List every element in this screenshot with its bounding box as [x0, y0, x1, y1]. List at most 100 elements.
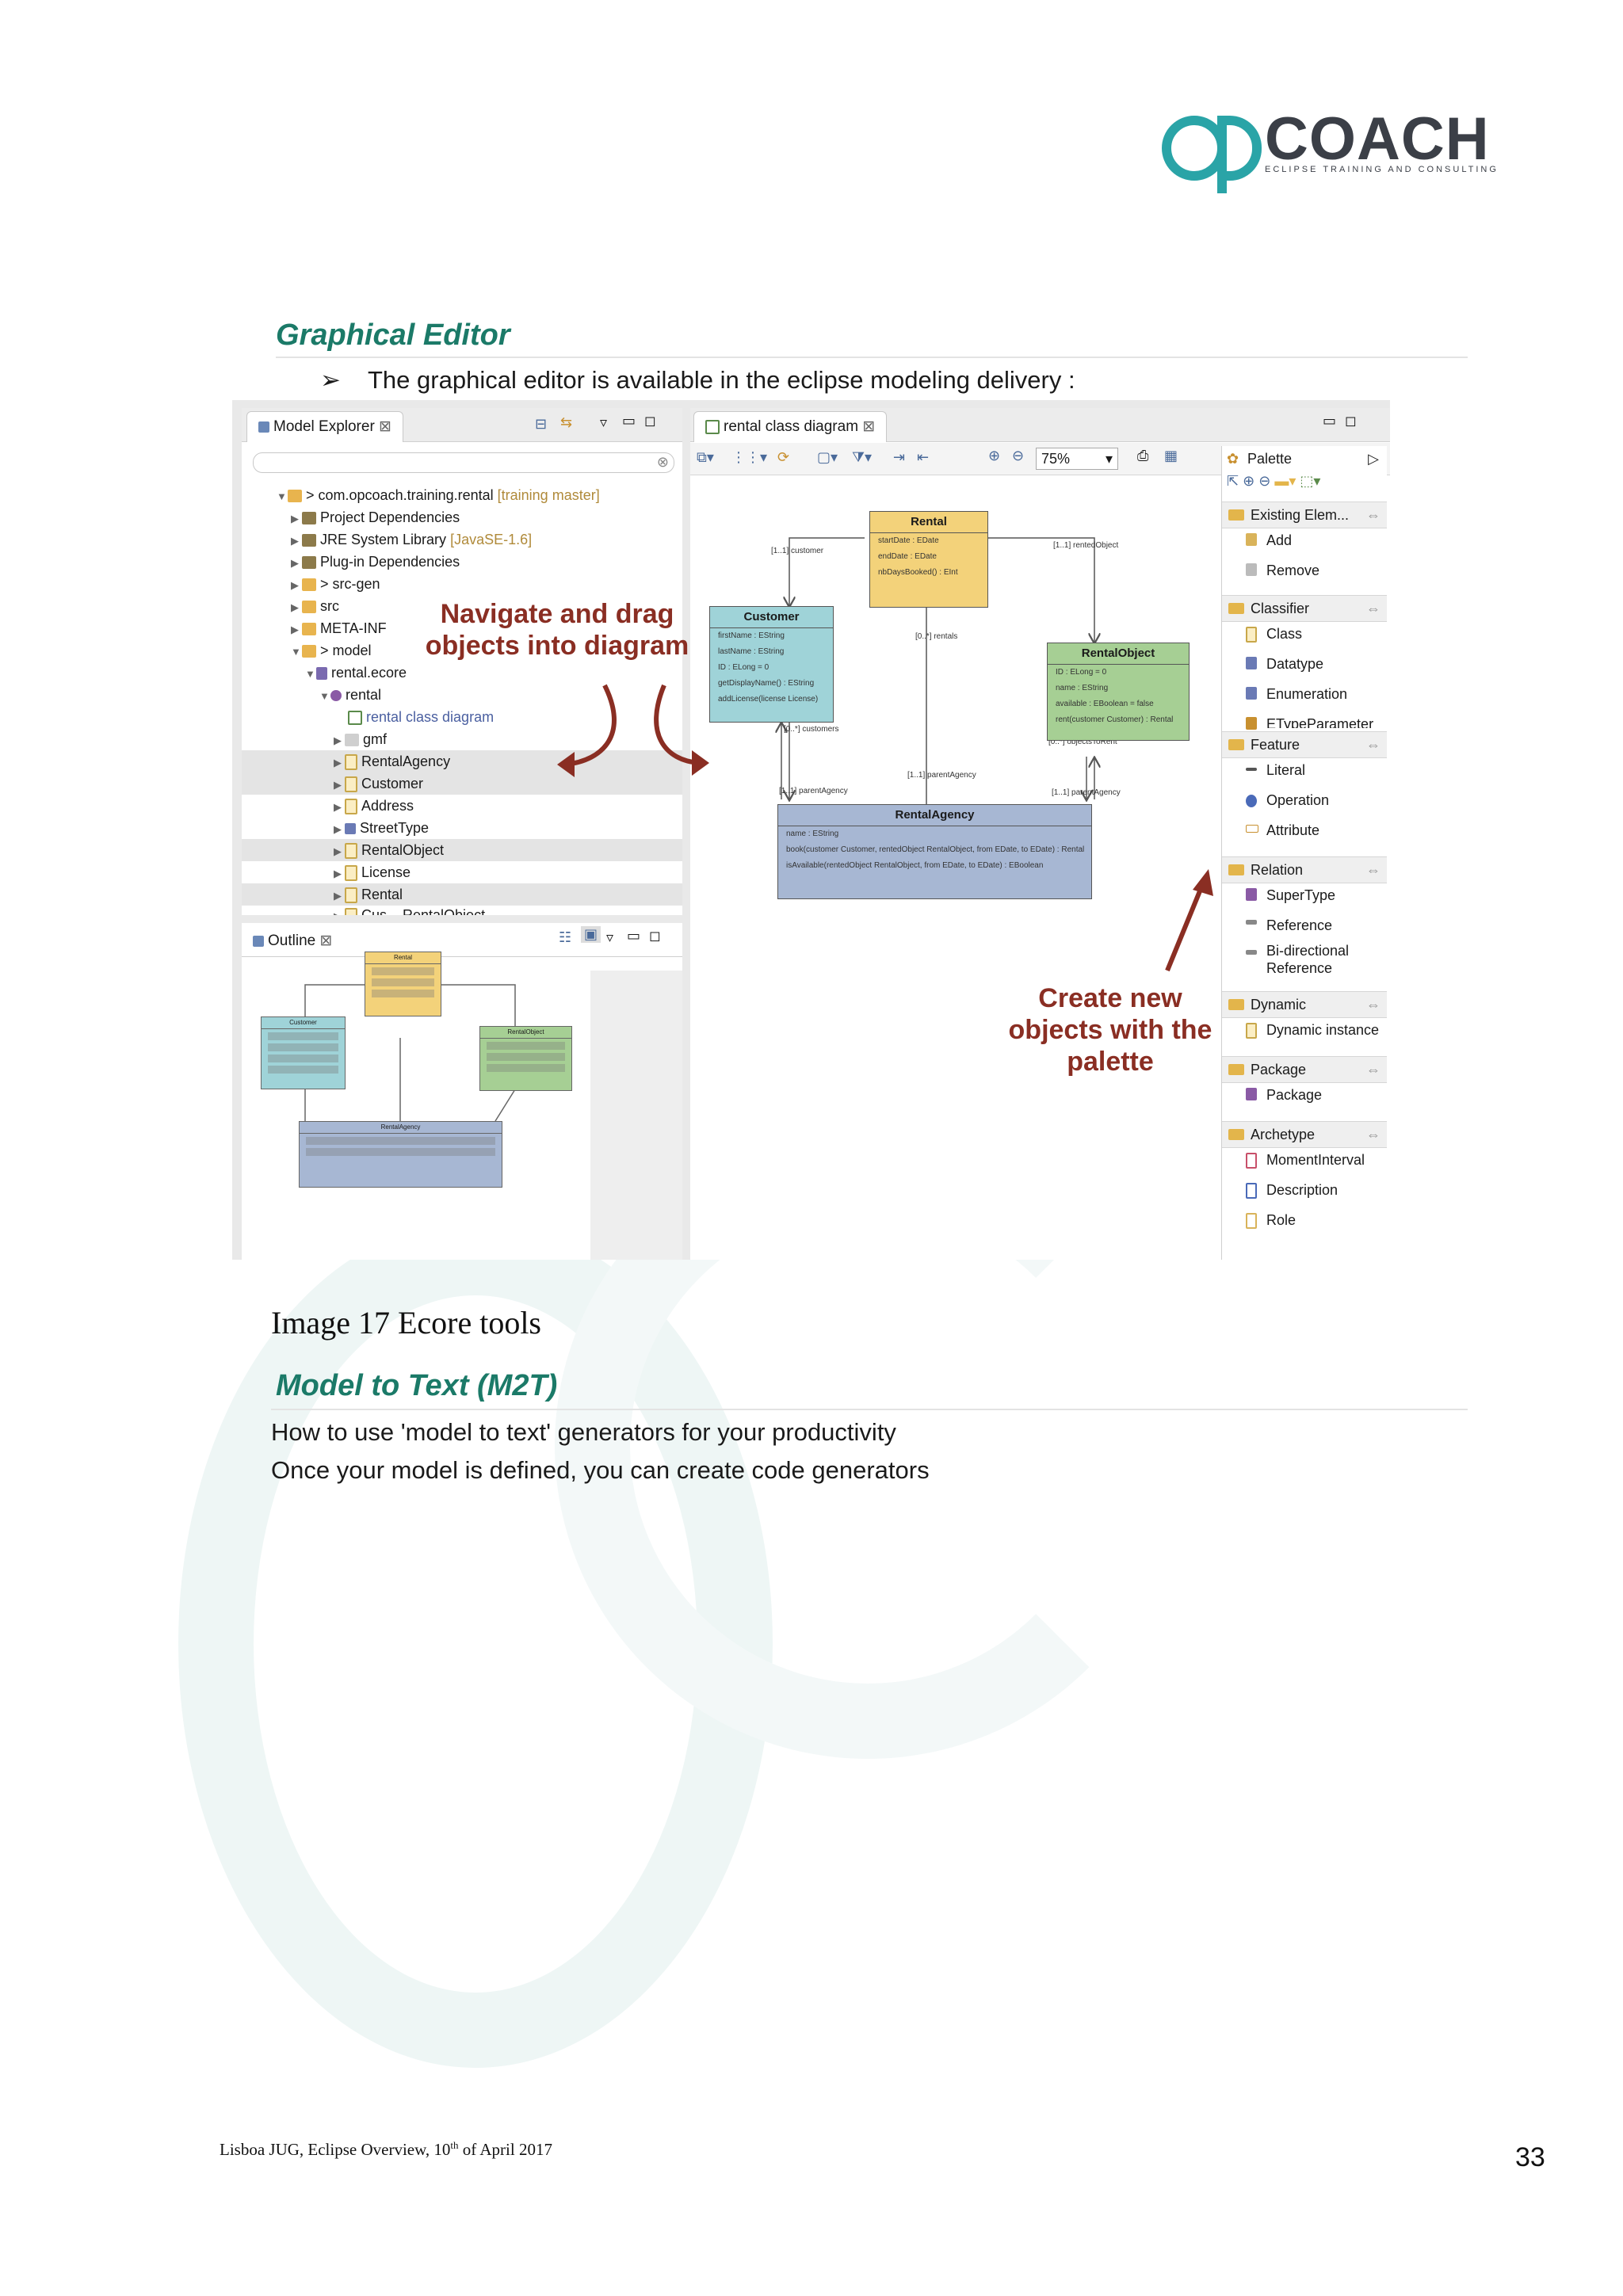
class-node-rentalagency[interactable]: RentalAgency name : EString book(custome… — [777, 804, 1092, 899]
palette-collapse-icon[interactable]: ▷ — [1368, 451, 1379, 467]
tree-row-rental-class-diagram[interactable]: rental class diagram — [348, 706, 494, 728]
ecore-tools-screenshot: Model Explorer ⊠ ⊟ ⇆ ▿ ▭ ◻ ⊗ ▼> com.opco… — [232, 400, 1390, 1260]
class-title: Rental — [870, 512, 987, 533]
palette-group-relation[interactable]: Relation⇔ — [1222, 856, 1387, 883]
palette-item-role[interactable]: Role — [1266, 1212, 1296, 1228]
palette-group-archetype[interactable]: Archetype⇔ — [1222, 1121, 1387, 1148]
palette-item-operation[interactable]: Operation — [1266, 792, 1330, 808]
tree-row-jre-system-library[interactable]: ▶JRE System Library [JavaSE-1.6] — [291, 532, 533, 547]
tree-row-rental-ecore[interactable]: ▼rental.ecore — [305, 665, 407, 681]
tree-row-license[interactable]: ▶License — [334, 864, 411, 882]
tree-row-model[interactable]: ▼> model — [291, 643, 372, 658]
palette-group-dynamic[interactable]: Dynamic⇔ — [1222, 991, 1387, 1018]
layers-icon[interactable]: ⧉▾ — [697, 449, 714, 465]
tree-view-icon[interactable]: ☷ — [559, 929, 572, 945]
close-icon[interactable]: ⊠ — [319, 933, 333, 949]
minimize-icon[interactable]: ▭ — [1323, 413, 1337, 429]
tree-row-streettype[interactable]: ▶StreetType — [334, 820, 430, 836]
arrow-right-head — [692, 750, 709, 776]
tab-rental-class-diagram[interactable]: rental class diagram ⊠ — [693, 411, 888, 442]
palette-item-literal[interactable]: Literal — [1266, 762, 1306, 778]
tree-row-gmf[interactable]: ▶gmf — [334, 731, 388, 747]
palette-item-datatype[interactable]: Datatype — [1266, 656, 1324, 672]
grid-icon[interactable]: ▦ — [1164, 448, 1178, 463]
zoom-select[interactable]: 75%▾ — [1036, 448, 1118, 470]
view-menu-icon[interactable]: ▿ — [600, 414, 608, 430]
tab-model-explorer[interactable]: Model Explorer ⊠ — [246, 411, 403, 442]
tree-row-address[interactable]: ▶Address — [334, 798, 414, 815]
zoom-in-icon[interactable]: ⊕ — [988, 448, 1001, 463]
edge-label-customers: [0..*] customers — [784, 725, 839, 734]
class-attribute: lastName : EString — [718, 647, 785, 656]
minimize-icon[interactable]: ▭ — [622, 413, 636, 429]
palette-item-enumeration[interactable]: Enumeration — [1266, 686, 1348, 702]
tab-outline[interactable]: Outline ⊠ — [242, 926, 344, 956]
tree-row-rentalagency[interactable]: ▶RentalAgency — [242, 750, 682, 772]
tree-row-truncated[interactable]: ▶Cus... RentalObject — [334, 904, 485, 915]
palette-item-attribute[interactable]: Attribute — [1266, 822, 1320, 838]
m2t-line-1: How to use 'model to text' generators fo… — [271, 1418, 896, 1446]
maximize-icon[interactable]: ◻ — [1345, 413, 1357, 429]
tree-row-project-dependencies[interactable]: ▶Project Dependencies — [291, 509, 460, 525]
explorer-icon — [258, 421, 269, 433]
palette-item-add[interactable]: Add — [1266, 532, 1293, 548]
view-menu-icon[interactable]: ▿ — [606, 929, 614, 945]
palette-item-supertype[interactable]: SuperType — [1266, 887, 1336, 903]
palette-item-description[interactable]: Description — [1266, 1182, 1338, 1198]
tree-row-rental[interactable]: ▶Rental — [242, 883, 682, 906]
palette-item-reference[interactable]: Reference — [1266, 917, 1333, 933]
collapse-all-icon[interactable]: ⊟ — [535, 416, 548, 432]
class-node-rentalobject[interactable]: RentalObject ID : ELong = 0 name : EStri… — [1047, 643, 1190, 741]
tree-row-rental-package[interactable]: ▼rental — [319, 687, 382, 703]
palette-group-package[interactable]: Package⇔ — [1222, 1056, 1387, 1083]
maximize-icon[interactable]: ◻ — [649, 928, 661, 944]
palette-item-etypeparameter[interactable]: ETypeParameter — [1266, 716, 1374, 728]
export-icon[interactable]: ⇥ — [893, 449, 906, 465]
palette-group-feature[interactable]: Feature⇔ — [1222, 731, 1387, 758]
palette-group-existing-elements[interactable]: Existing Elem...⇔ — [1222, 502, 1387, 528]
section-rule — [271, 1409, 1468, 1410]
tree-row-src[interactable]: ▶src — [291, 598, 339, 614]
tree-row-customer[interactable]: ▶Customer — [242, 772, 682, 795]
note-tool-icon[interactable]: ▬▾ — [1274, 473, 1296, 489]
maximize-icon[interactable]: ◻ — [644, 413, 656, 429]
section-title-graphical-editor: Graphical Editor — [276, 318, 510, 352]
pointer-tool-icon[interactable]: ⇱ — [1227, 473, 1239, 489]
filter-icon[interactable]: ⧩▾ — [852, 449, 873, 465]
zoom-in-tool-icon[interactable]: ⊕ — [1243, 473, 1255, 489]
refresh-icon[interactable]: ⟳ — [777, 449, 790, 465]
palette-item-bidirectional-reference[interactable]: Bi-directional Reference — [1266, 943, 1350, 976]
tree-row-meta-inf[interactable]: ▶META-INF — [291, 620, 387, 636]
package-icon — [1246, 1088, 1257, 1100]
palette-item-package[interactable]: Package — [1266, 1087, 1323, 1103]
close-icon[interactable]: ⊠ — [862, 418, 876, 435]
tree-row-project[interactable]: ▼> com.opcoach.training.rental [training… — [277, 487, 600, 503]
link-editor-icon[interactable]: ⇆ — [560, 414, 573, 430]
connection-tool-icon[interactable]: ⬚▾ — [1300, 473, 1321, 489]
minimize-icon[interactable]: ▭ — [627, 928, 641, 944]
palette-group-classifier[interactable]: Classifier⇔ — [1222, 595, 1387, 622]
tree-row-plugin-dependencies[interactable]: ▶Plug-in Dependencies — [291, 554, 460, 570]
tree-row-src-gen[interactable]: ▶> src-gen — [291, 576, 380, 592]
zoom-out-icon[interactable]: ⊖ — [1012, 448, 1025, 463]
class-node-rental[interactable]: Rental startDate : EDate endDate : EDate… — [869, 511, 988, 608]
zoom-out-tool-icon[interactable]: ⊖ — [1258, 473, 1271, 489]
close-icon[interactable]: ⊠ — [379, 418, 391, 435]
palette-item-dynamic-instance[interactable]: Dynamic instance — [1266, 1022, 1380, 1038]
tree-row-rentalobject[interactable]: ▶RentalObject — [242, 839, 682, 861]
dynamic-instance-icon — [1246, 1023, 1257, 1039]
clear-filter-icon[interactable]: ⊗ — [656, 454, 669, 470]
filter-input[interactable]: ⊗ — [253, 452, 674, 473]
palette-item-class[interactable]: Class — [1266, 626, 1303, 642]
outline-tabbar: Outline ⊠ ☷ ▣ ▿ ▭ ◻ — [242, 923, 682, 957]
camera-icon[interactable]: ⎙ — [1137, 448, 1149, 463]
palette-item-remove[interactable]: Remove — [1266, 563, 1320, 578]
class-attribute: name : EString — [1056, 684, 1109, 692]
class-node-customer[interactable]: Customer firstName : EString lastName : … — [709, 606, 834, 723]
select-icon[interactable]: ▢▾ — [817, 449, 838, 465]
import-icon[interactable]: ⇤ — [917, 449, 930, 465]
arrange-icon[interactable]: ⋮⋮▾ — [731, 449, 768, 465]
palette-item-momentinterval[interactable]: MomentInterval — [1266, 1152, 1365, 1168]
edge-label-parentagency-customer: [1..1] parentAgency — [779, 787, 848, 795]
overview-icon[interactable]: ▣ — [581, 926, 601, 943]
